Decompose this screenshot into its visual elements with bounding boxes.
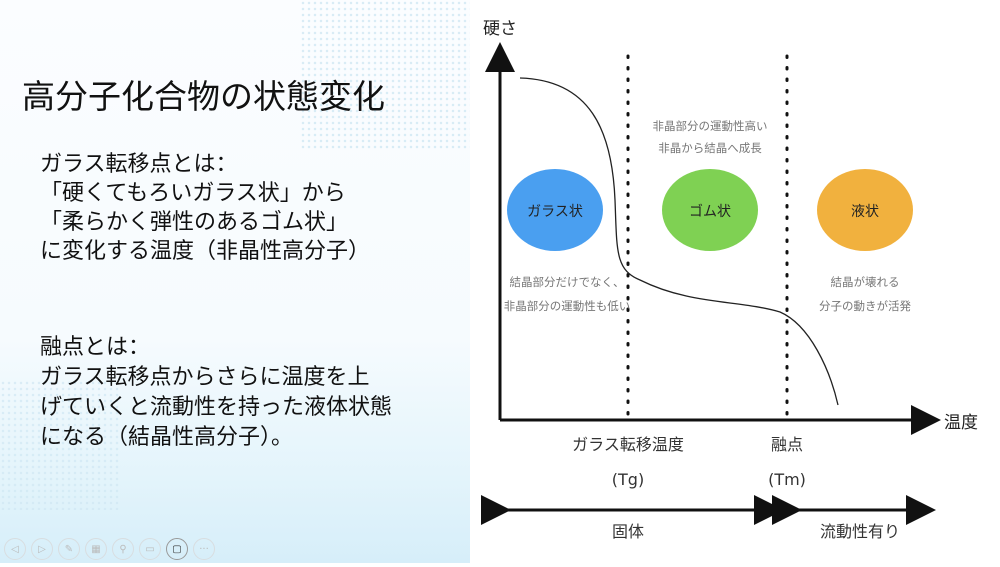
melting-point-text: 融点とは： ガラス転移点からさらに温度を上 げていくと流動性を持った液体状態 に… — [40, 333, 392, 453]
next-icon[interactable]: ▷ — [31, 538, 53, 560]
grid-icon[interactable]: ▦ — [85, 538, 107, 560]
text-line: ガラス転移点とは： — [40, 152, 238, 177]
text-line: げていくと流動性を持った液体状態 — [40, 395, 393, 420]
glass-transition-text: ガラス転移点とは： 「硬くてもろいガラス状」から 「柔らかく弾性のあるゴム状」 … — [40, 150, 370, 266]
more-icon[interactable]: ··· — [193, 538, 215, 560]
state-note: 分子の動きが活発 — [819, 299, 911, 313]
state-note: 非晶部分の運動性も低い — [504, 299, 631, 313]
state-label: 液状 — [851, 204, 879, 220]
state-ellipse-2 — [817, 169, 913, 251]
text-line: 「柔らかく弾性のあるゴム状」 — [40, 210, 349, 235]
solid-label: 固体 — [612, 522, 644, 541]
zoom-icon[interactable]: ⚲ — [112, 538, 134, 560]
tm-label: 融点 — [771, 435, 803, 454]
x-axis-label: 温度 — [944, 413, 978, 433]
state-note: 非晶部分の運動性高い — [653, 119, 768, 133]
state-note: 非晶から結晶へ成長 — [658, 141, 762, 155]
tm-abbr: (Tm) — [768, 470, 806, 489]
subtitle-icon[interactable]: ▭ — [139, 538, 161, 560]
state-label: ガラス状 — [527, 204, 583, 220]
state-note: 結晶が壊れる — [831, 275, 900, 289]
dot-decoration — [300, 0, 470, 150]
presentation-toolbar: ◁ ▷ ✎ ▦ ⚲ ▭ ▢ ··· — [4, 538, 215, 560]
diagram-panel: 硬さ 温度 ガラス状結晶部分だけでなく、非晶部分の運動性も低い ゴム状 非晶部分の運… — [470, 0, 1000, 563]
state-ellipse-0 — [507, 169, 603, 251]
dot-decoration — [0, 380, 120, 510]
pen-icon[interactable]: ✎ — [58, 538, 80, 560]
y-axis-label: 硬さ — [483, 19, 517, 39]
slide-title: 高分子化合物の状態変化 — [22, 77, 385, 116]
previous-icon[interactable]: ◁ — [4, 538, 26, 560]
tg-abbr: (Tg) — [612, 470, 644, 489]
state-label: ゴム状 — [689, 203, 731, 220]
fluid-label: 流動性有り — [820, 522, 900, 541]
tg-label: ガラス転移温度 — [572, 435, 684, 454]
state-ellipse-1 — [662, 169, 758, 251]
slide-text-panel: 高分子化合物の状態変化 ガラス転移点とは： 「硬くてもろいガラス状」から 「柔ら… — [0, 0, 470, 563]
text-line: 融点とは： — [40, 335, 151, 360]
text-line: に変化する温度（非晶性高分子） — [40, 239, 371, 264]
hardness-curve — [519, 77, 839, 406]
text-line: ガラス転移点からさらに温度を上 — [40, 365, 370, 390]
text-line: になる（結晶性高分子）。 — [40, 425, 294, 450]
state-note: 結晶部分だけでなく、 — [510, 275, 625, 289]
camera-icon[interactable]: ▢ — [166, 538, 188, 560]
text-line: 「硬くてもろいガラス状」から — [40, 181, 346, 206]
